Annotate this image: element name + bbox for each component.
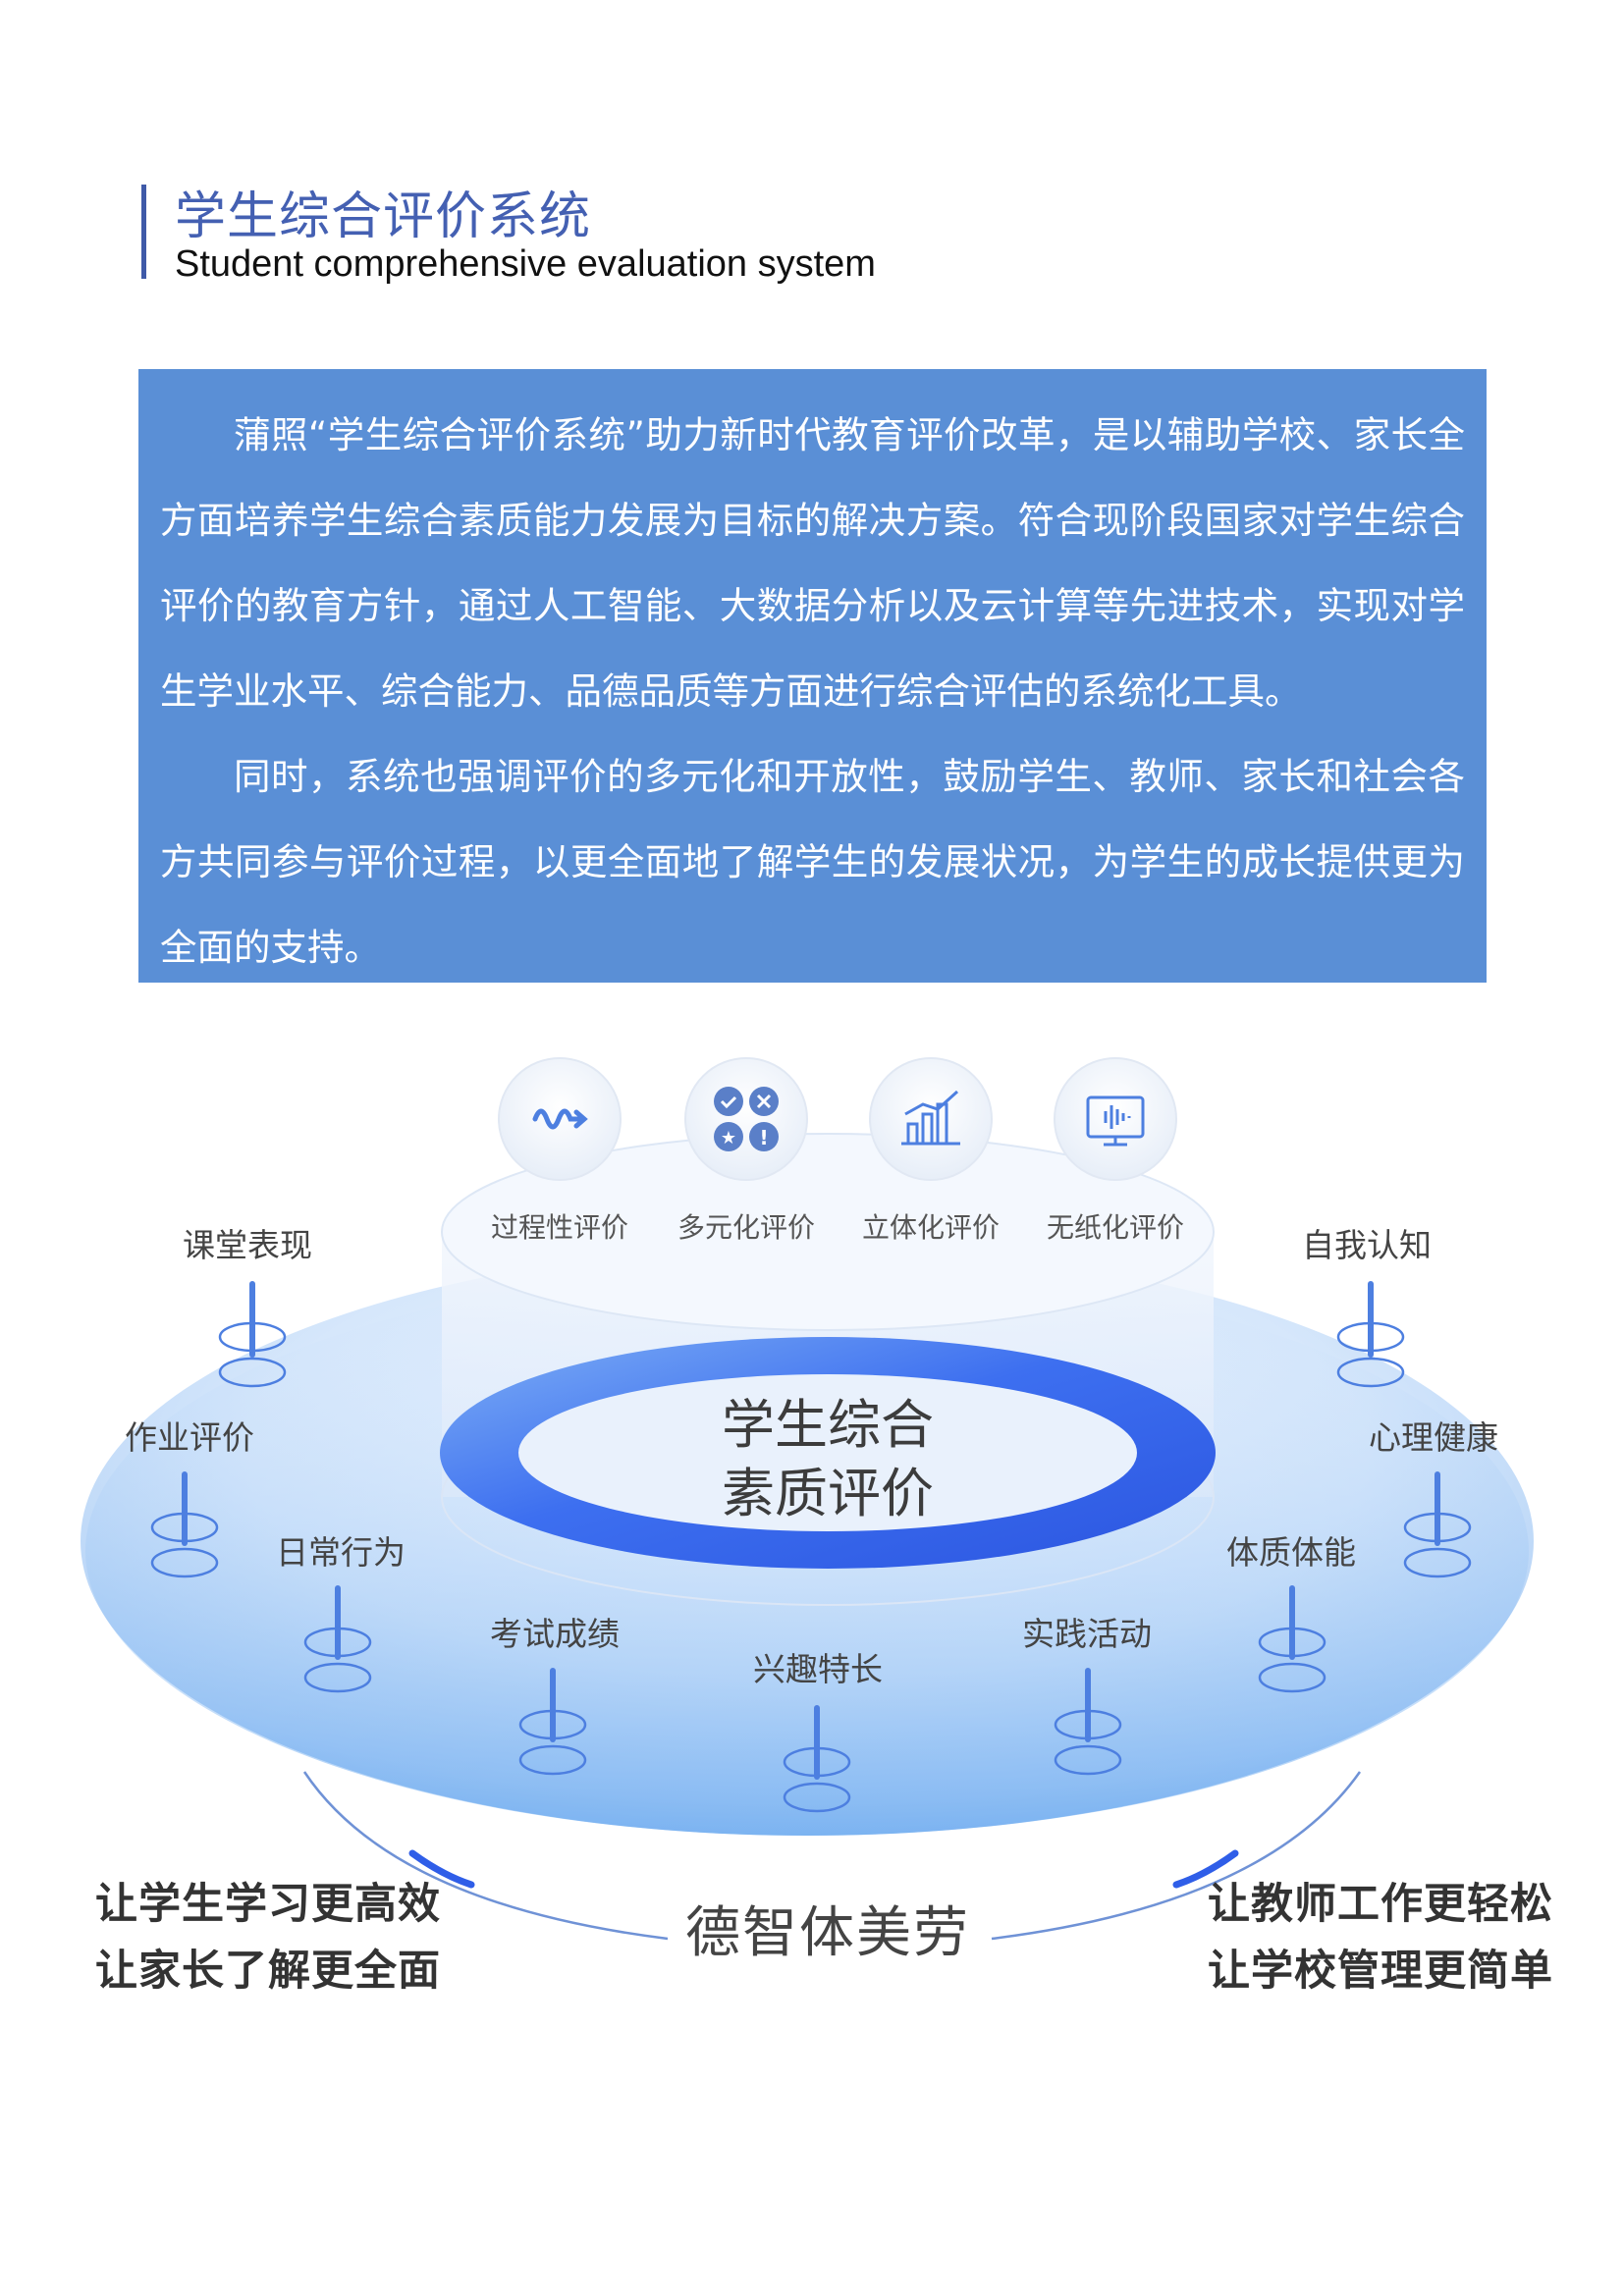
- evaluation-diagram: 学生综合 素质评价 ★ !: [81, 1057, 1534, 1965]
- intro-paragraph-1: 蒲照“学生综合评价系统”助力新时代教育评价改革，是以辅助学校、家长全方面培养学生…: [160, 413, 1465, 713]
- bar-growth-icon: [901, 1090, 960, 1146]
- top-icon-4: [1054, 1057, 1177, 1181]
- top-icon-3: [869, 1057, 993, 1181]
- pin-classroom: 课堂表现: [183, 1226, 312, 1388]
- pin-label: 作业评价: [125, 1418, 254, 1457]
- bottom-arc-left-accent: [408, 1849, 475, 1889]
- pin-exam-results: 考试成绩: [490, 1615, 620, 1776]
- pin-self-awareness: 自我认知: [1302, 1226, 1432, 1388]
- top-icon-1: [498, 1057, 622, 1181]
- right-slogan-2: 让学校管理更简单: [1208, 1947, 1553, 1996]
- center-cylinder-top: [441, 1133, 1215, 1331]
- pin-label: 实践活动: [1022, 1615, 1152, 1653]
- intro-box: 蒲照“学生综合评价系统”助力新时代教育评价改革，是以辅助学校、家长全方面培养学生…: [138, 369, 1487, 983]
- page-subtitle: Student comprehensive evaluation system: [175, 243, 876, 285]
- bottom-arc-right-accent: [1172, 1849, 1239, 1889]
- pin-label: 体质体能: [1226, 1533, 1356, 1572]
- pin-label: 考试成绩: [490, 1615, 620, 1653]
- page-title: 学生综合评价系统: [175, 187, 592, 246]
- top-icon-4-label: 无纸化评价: [1047, 1211, 1184, 1244]
- bottom-arc-left: [302, 1771, 669, 1941]
- top-icon-2: ★ !: [684, 1057, 808, 1181]
- pin-homework: 作业评价: [125, 1418, 254, 1578]
- bottom-arc-right: [991, 1771, 1362, 1941]
- pin-label: 日常行为: [276, 1533, 406, 1572]
- center-title-line-1: 学生综合: [722, 1394, 934, 1456]
- quadrant-symbols-icon: ★ !: [714, 1087, 779, 1151]
- pin-mental-health: 心理健康: [1369, 1418, 1498, 1578]
- left-slogan-1: 让学生学习更高效: [95, 1880, 441, 1929]
- intro-paragraph-2: 同时，系统也强调评价的多元化和开放性，鼓励学生、教师、家长和社会各方共同参与评价…: [160, 755, 1465, 969]
- top-icon-2-label: 多元化评价: [677, 1211, 815, 1244]
- pin-daily-behavior: 日常行为: [276, 1533, 406, 1693]
- top-icon-1-label: 过程性评价: [491, 1211, 628, 1244]
- pin-interests: 兴趣特长: [753, 1650, 883, 1813]
- title-accent-bar: [141, 185, 146, 279]
- right-slogan-1: 让教师工作更轻松: [1208, 1880, 1553, 1929]
- svg-text:!: !: [759, 1126, 768, 1149]
- pin-label: 兴趣特长: [753, 1650, 883, 1688]
- left-slogan-2: 让家长了解更全面: [95, 1947, 441, 1996]
- monitor-waveform-icon: [1086, 1095, 1145, 1147]
- pin-label: 课堂表现: [183, 1226, 312, 1264]
- bottom-center-label: 德智体美劳: [685, 1901, 970, 1965]
- center-ring-inner: [518, 1374, 1137, 1531]
- pin-practice-activities: 实践活动: [1022, 1615, 1152, 1776]
- pin-label: 自我认知: [1302, 1226, 1432, 1264]
- wave-arrow-icon: [532, 1108, 588, 1130]
- center-title-line-2: 素质评价: [722, 1463, 934, 1524]
- top-icon-3-label: 立体化评价: [862, 1211, 1000, 1244]
- pin-label: 心理健康: [1369, 1418, 1498, 1457]
- pin-physical-fitness: 体质体能: [1226, 1533, 1356, 1693]
- svg-text:★: ★: [721, 1128, 736, 1148]
